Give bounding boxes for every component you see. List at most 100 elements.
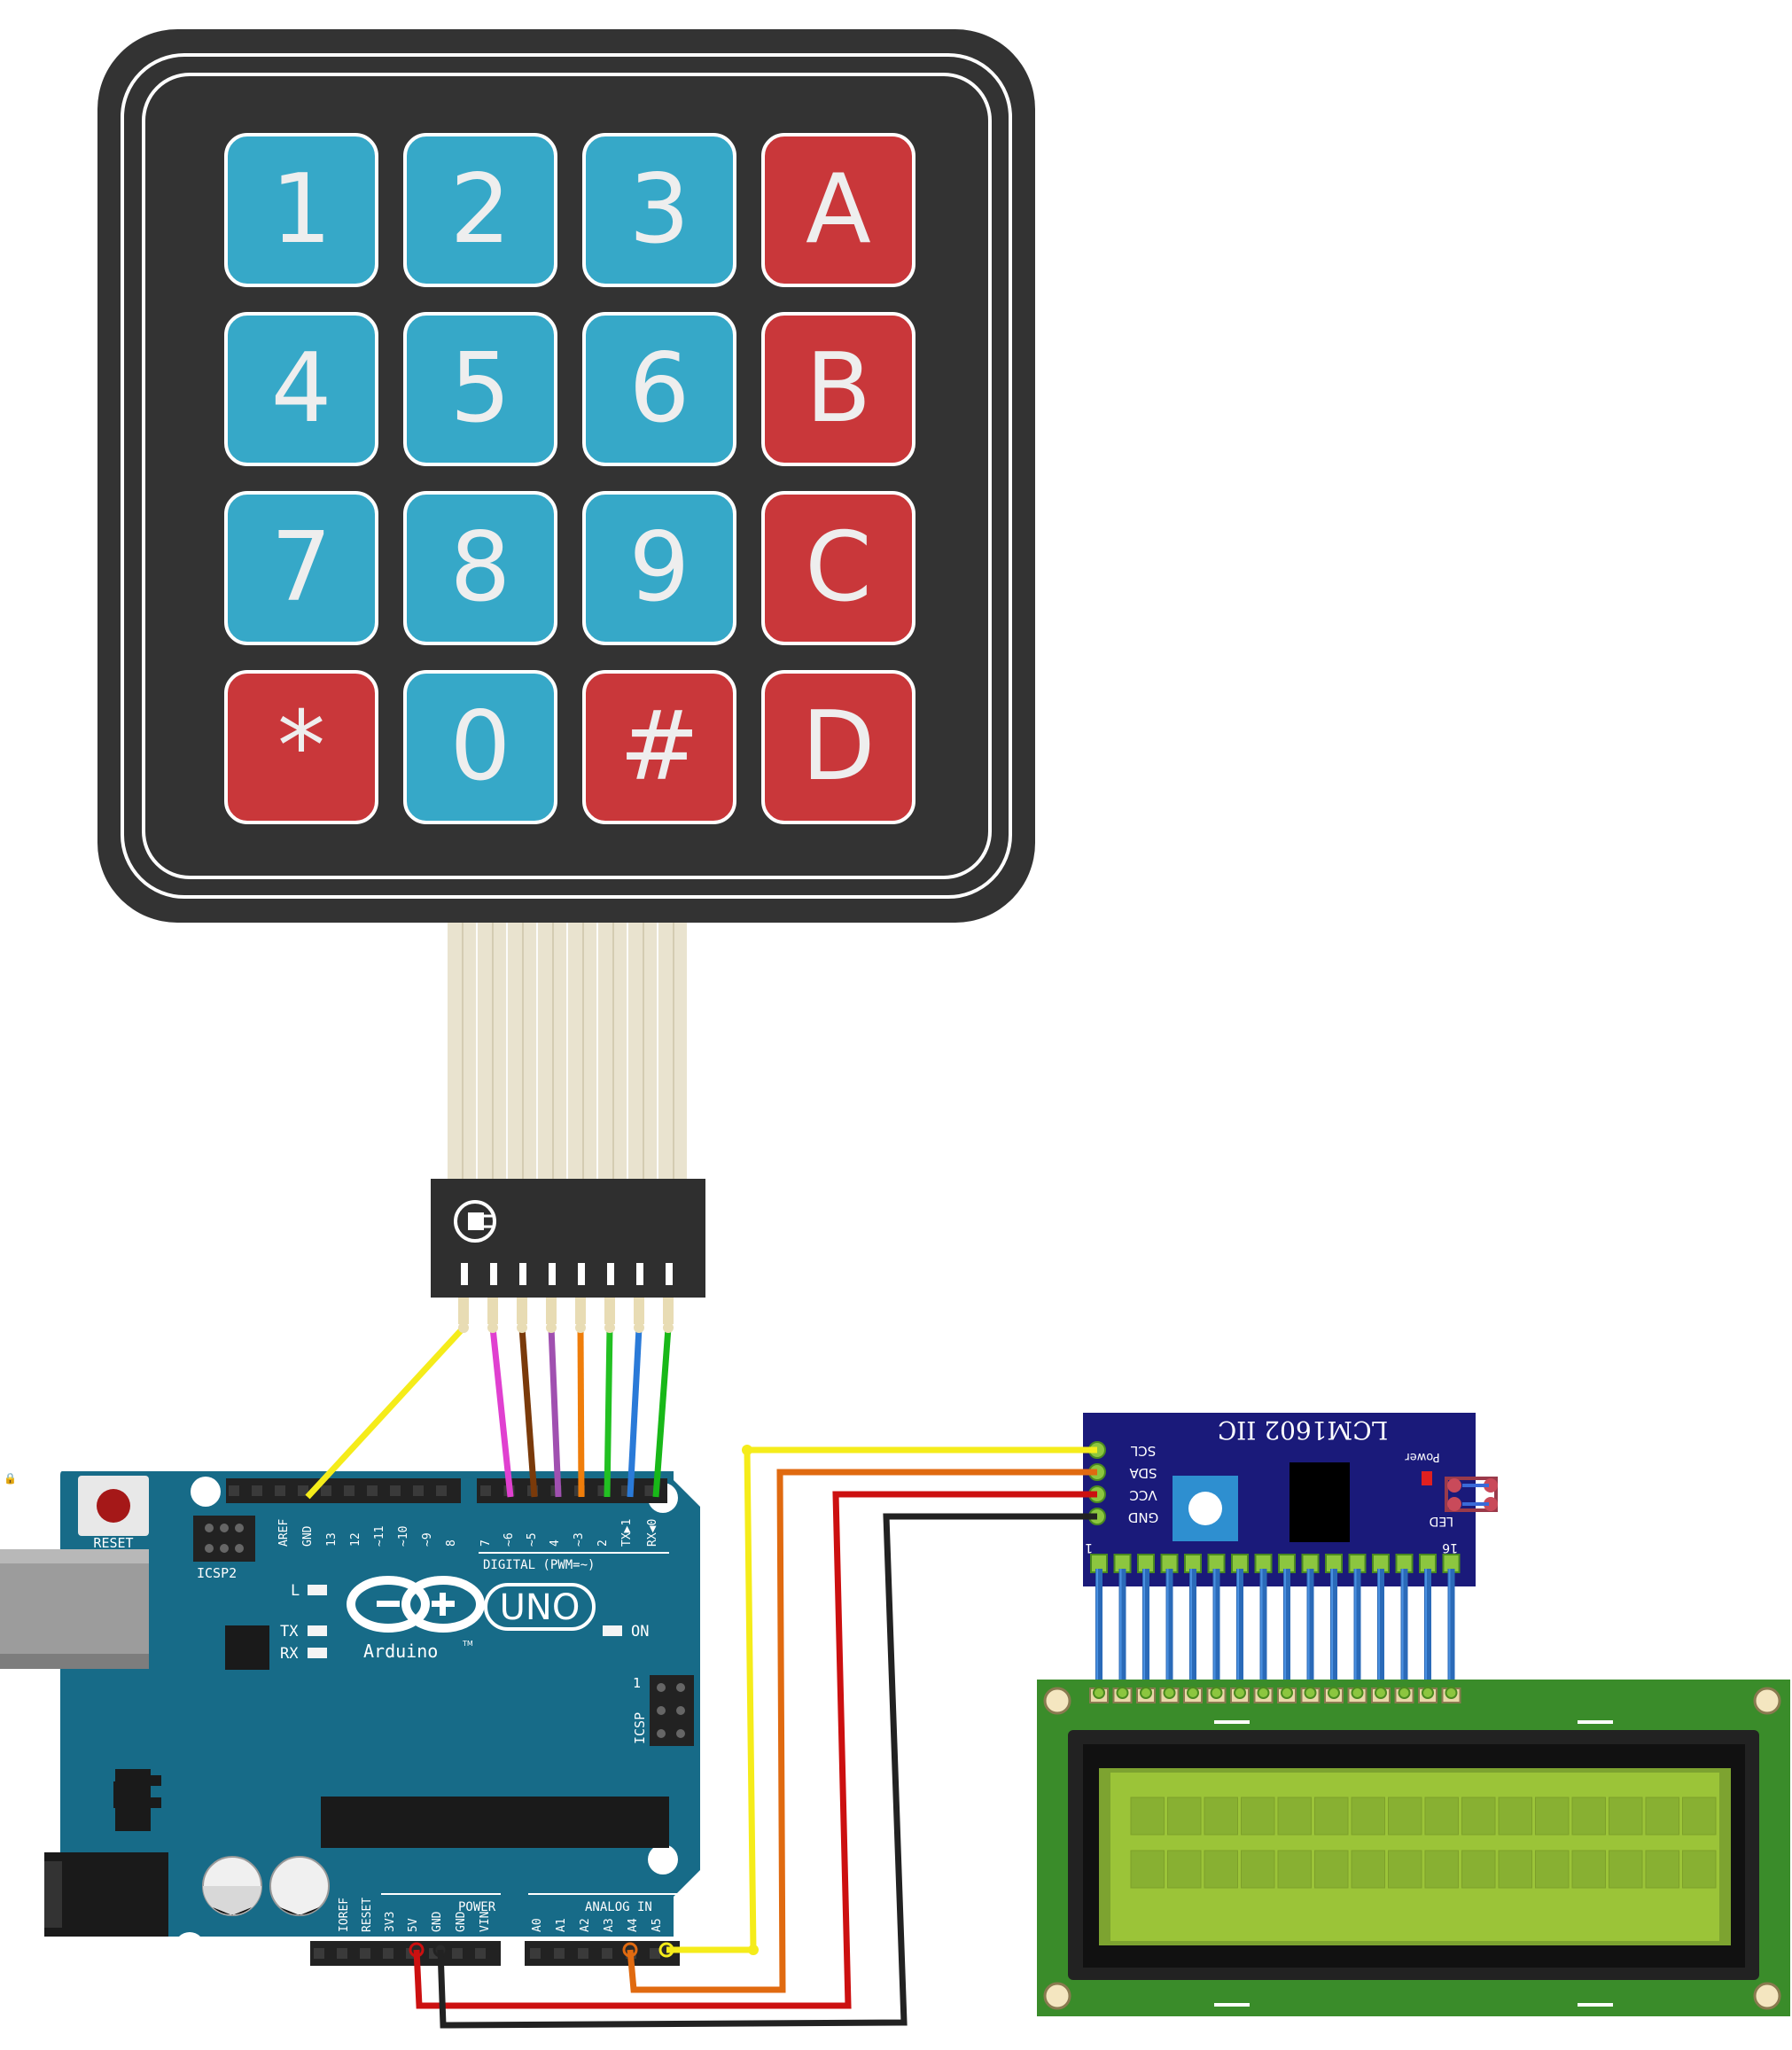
wire-sda-orange — [627, 1469, 1097, 1993]
wire-keypad-gnd-yellow — [305, 1325, 466, 1500]
rx-led-label: RX — [280, 1645, 299, 1663]
icsp-label: ICSP — [632, 1712, 648, 1744]
digital-pin-label: AREF — [277, 1519, 291, 1547]
key-label: 8 — [450, 512, 511, 623]
lcd-16x2 — [1037, 1680, 1790, 2016]
digital-label: DIGITAL (PWM=~) — [483, 1558, 595, 1572]
digital-pin-label: GND — [301, 1525, 315, 1547]
wire-keypad-green — [604, 1327, 613, 1498]
digital-pin-label: 13 — [325, 1532, 339, 1547]
arduino-logo-icon — [347, 1576, 485, 1633]
key-label: 9 — [629, 512, 690, 623]
key-label: C — [805, 512, 871, 623]
wire-keypad-magenta — [489, 1327, 514, 1498]
l-led-label: L — [291, 1582, 300, 1600]
wires — [305, 1322, 1097, 2029]
wire-vcc-red — [413, 1491, 1097, 2009]
atmega-chip — [321, 1797, 669, 1848]
i2c-pin-label: GND — [1128, 1509, 1158, 1525]
key-label: * — [277, 691, 325, 802]
wire-keypad-orange — [577, 1327, 585, 1498]
i2c-pin-label: SCL — [1130, 1443, 1156, 1459]
analog-pin-label: A4 — [627, 1918, 640, 1932]
reset-label: RESET — [93, 1535, 133, 1551]
analog-label: ANALOG IN — [585, 1900, 652, 1914]
i2c-power-label: Power — [1405, 1450, 1440, 1463]
digital-pin-label: ~3 — [573, 1532, 586, 1547]
digital-pin-label: 7 — [479, 1539, 493, 1547]
key-c[interactable]: C — [761, 491, 915, 645]
key-b[interactable]: B — [761, 312, 915, 466]
wire-keypad-blue — [627, 1327, 643, 1498]
key-a[interactable]: A — [761, 133, 915, 287]
power-pin-label: GND — [455, 1911, 468, 1932]
on-led-label: ON — [631, 1623, 649, 1641]
icsp2-label: ICSP2 — [197, 1565, 237, 1581]
wire-keypad-purple — [548, 1327, 562, 1498]
uno-label: UNO — [500, 1587, 580, 1628]
key-4[interactable]: 4 — [224, 312, 378, 466]
key-label: 2 — [450, 154, 511, 265]
keypad-ribbon-cable — [448, 922, 687, 1183]
digital-pin-label: ~10 — [397, 1526, 410, 1547]
wire-keypad-brown — [518, 1327, 538, 1498]
digital-pin-label: TX▶1 — [620, 1519, 634, 1547]
key-label: 1 — [271, 154, 332, 265]
digital-pin-label: ~6 — [503, 1532, 516, 1547]
power-pin-label: IOREF — [338, 1898, 351, 1932]
digital-pin-label: 4 — [549, 1539, 562, 1547]
key-9[interactable]: 9 — [582, 491, 736, 645]
key-label: 5 — [450, 333, 511, 444]
key-8[interactable]: 8 — [403, 491, 557, 645]
analog-pin-label: A1 — [555, 1918, 568, 1932]
digital-pin-label: ~9 — [421, 1532, 434, 1547]
key-label: B — [806, 333, 871, 444]
key-3[interactable]: 3 — [582, 133, 736, 287]
key-label: D — [801, 691, 875, 802]
key-star[interactable]: * — [224, 670, 378, 824]
power-jack — [44, 1852, 168, 1937]
key-label: 7 — [271, 512, 332, 623]
arduino-brand-label: Arduino — [363, 1641, 438, 1662]
key-5[interactable]: 5 — [403, 312, 557, 466]
i2c-title: LCM1602 IIC — [1218, 1415, 1388, 1445]
wire-keypad-green2 — [652, 1327, 672, 1498]
trademark-label: TM — [462, 1640, 473, 1648]
i2c-pin-label: SDA — [1129, 1465, 1157, 1481]
digital-pin-label: ~5 — [526, 1532, 539, 1547]
key-2[interactable]: 2 — [403, 133, 557, 287]
tx-led-label: TX — [280, 1623, 299, 1641]
wire-gnd-black — [437, 1513, 1097, 2029]
key-7[interactable]: 7 — [224, 491, 378, 645]
key-1[interactable]: 1 — [224, 133, 378, 287]
power-pin-label: 3V3 — [384, 1912, 397, 1932]
key-label: A — [806, 154, 871, 265]
analog-pin-label: A0 — [531, 1918, 544, 1932]
keypad-connector — [431, 1179, 705, 1324]
power-pin-label: VIN — [479, 1912, 492, 1932]
i2c-pin-label: VCC — [1129, 1487, 1157, 1503]
key-0[interactable]: 0 — [403, 670, 557, 824]
reset-button[interactable] — [78, 1476, 149, 1536]
i2c-pin-last-label: 16 — [1442, 1540, 1458, 1555]
digital-pin-label: ~11 — [373, 1526, 386, 1547]
digital-pin-label: 2 — [596, 1539, 610, 1547]
capacitors — [202, 1856, 330, 1916]
usb-port — [0, 1549, 149, 1669]
analog-pin-label: A3 — [603, 1918, 616, 1932]
key-label: # — [619, 691, 700, 802]
analog-pin-label: A2 — [579, 1918, 592, 1932]
key-hash[interactable]: # — [582, 670, 736, 824]
svg-text:🔒: 🔒 — [4, 1472, 17, 1485]
key-6[interactable]: 6 — [582, 312, 736, 466]
power-pin-label: GND — [431, 1911, 444, 1932]
icsp-pin1-label: 1 — [633, 1675, 641, 1691]
power-pin-label: 5V — [407, 1918, 420, 1932]
key-label: 6 — [629, 333, 690, 444]
key-d[interactable]: D — [761, 670, 915, 824]
